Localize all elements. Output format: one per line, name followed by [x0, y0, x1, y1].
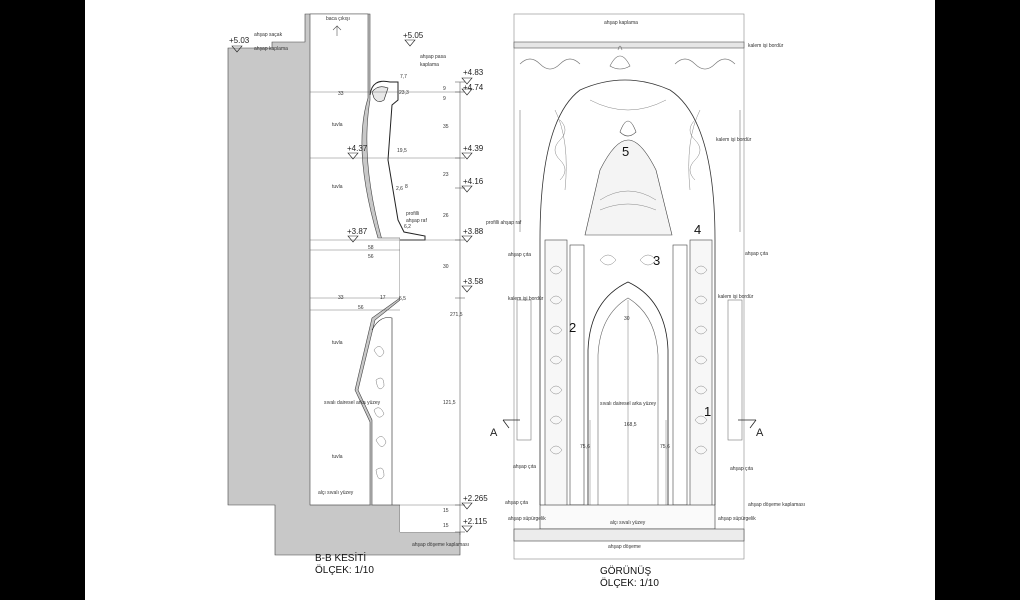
level-2115: +2.115 [463, 517, 488, 526]
label-doseme-b: ahşap döşeme [608, 544, 641, 550]
label-baca: baca çıkışı [326, 16, 350, 22]
section-scale: ÖLÇEK: 1/10 [315, 565, 374, 576]
label-dim-30: 30 [624, 316, 630, 322]
outer-arch [539, 79, 716, 505]
label-cita-l2: ahşap çıta [513, 464, 536, 470]
label-supurgelik-l: ahşap süpürgelik [508, 516, 546, 522]
label-profil-raf: profilli ahşap raf [486, 220, 522, 226]
label-bordur-r: kalem işi bordür [716, 137, 752, 143]
cornice-profile [369, 80, 426, 241]
label-sivali: sıvalı dairesel arka yüzey [600, 401, 657, 407]
section-marker-right: A [756, 427, 764, 439]
label-tuvla4: tuvla [332, 454, 343, 460]
dim: 2,6 [396, 186, 403, 192]
zone-2: 2 [569, 320, 576, 335]
drawing-sheet: +5.03 +5.05 +4.83 +4.74 +4.39 +4.37 +4.1… [85, 0, 935, 600]
level-358: +3.58 [463, 277, 484, 286]
label-raf1: profilli [406, 211, 419, 217]
label-bordur-top: kalem işi bordür [748, 43, 784, 49]
zone-5: 5 [622, 144, 629, 159]
label-dim-168: 168,5 [624, 422, 637, 428]
inner-arch [587, 281, 669, 505]
dim: 121,5 [443, 400, 456, 406]
level-483: +4.83 [463, 68, 484, 77]
label-kaplama-top: ahşap kaplama [604, 20, 638, 26]
level-2265: +2.265 [463, 494, 488, 503]
dim: 23 [443, 172, 449, 178]
label-bordur-l: kalem işi bordür [508, 296, 544, 302]
zone-3: 3 [653, 253, 660, 268]
dim: 58 [368, 245, 374, 251]
top-frieze [519, 58, 736, 70]
level-439: +4.39 [463, 144, 484, 153]
dim: 35 [443, 124, 449, 130]
dim: 15 [443, 508, 449, 514]
label-cita-l: ahşap çıta [508, 252, 531, 258]
level-503: +5.03 [229, 36, 250, 45]
niche-curve [371, 317, 393, 505]
label-cita-r2: ahşap çıta [730, 466, 753, 472]
zone-numbers: 1 2 3 4 5 [569, 144, 711, 419]
pediment [584, 139, 673, 236]
label-bordur-r2: kalem işi bordür [718, 294, 754, 300]
label-tuvla3: tuvla [332, 340, 343, 346]
level-387: +3.87 [347, 227, 368, 236]
dim: 26 [443, 213, 449, 219]
elevation-caption: GÖRÜNÜŞ ÖLÇEK: 1/10 [600, 566, 659, 590]
dim: 9 [443, 96, 446, 102]
section-dims: 33 23,3 7,7 9 9 35 19,5 23 2,6 8 26 6,2 … [338, 74, 463, 529]
dim: 17 [380, 295, 386, 301]
label-alci: alçı sıvalı yüzey [610, 520, 646, 526]
label-tuvla2: tuvla [332, 184, 343, 190]
level-474: +4.74 [463, 83, 484, 92]
dim: 23,3 [399, 90, 409, 96]
section-bb [227, 13, 473, 556]
label-tuvla1: tuvla [332, 122, 343, 128]
label-doseme-r: ahşap döşeme kaplaması [748, 502, 805, 508]
label-dim-75b: 75,6 [660, 444, 670, 450]
label-kaplama: ahşap kaplama [254, 46, 288, 52]
label-dim-75a: 75,6 [580, 444, 590, 450]
section-title: B-B KESİTİ [315, 553, 367, 564]
dim: 33 [338, 91, 344, 97]
dim: 271,5 [450, 312, 463, 318]
label-raf2: ahşap raf [406, 218, 427, 224]
dim: 5,5 [399, 296, 406, 302]
zone-1: 1 [704, 404, 711, 419]
zone-4: 4 [694, 222, 701, 237]
dim: 9 [443, 86, 446, 92]
dim: 19,5 [397, 148, 407, 154]
elevation-title: GÖRÜNÜŞ [600, 566, 652, 577]
level-416: +4.16 [463, 177, 484, 186]
dim: 33 [338, 295, 344, 301]
elevation [502, 13, 757, 560]
dim: 15 [443, 523, 449, 529]
elevation-annotations: ahşap kaplama kalem işi bordür kalem işi… [486, 20, 805, 550]
label-sivali: sıvalı dairesel arka yüzey [324, 400, 381, 406]
label-pasa: ahşap pasa [420, 54, 446, 60]
elevation-scale: ÖLÇEK: 1/10 [600, 578, 659, 589]
label-doseme: ahşap döşeme kaplaması [412, 542, 469, 548]
label-cita-r: ahşap çıta [745, 251, 768, 257]
section-marker-left: A [490, 427, 498, 439]
level-388: +3.88 [463, 227, 484, 236]
level-437: +4.37 [347, 144, 368, 153]
dim: 7,7 [400, 74, 407, 80]
section-caption: B-B KESİTİ ÖLÇEK: 1/10 [315, 553, 374, 577]
architectural-drawing: +5.03 +5.05 +4.83 +4.74 +4.39 +4.37 +4.1… [227, 13, 805, 560]
dim: 56 [368, 254, 374, 260]
dim: 6,2 [404, 224, 411, 230]
section-levels: +5.03 +5.05 +4.83 +4.74 +4.39 +4.37 +4.1… [229, 31, 488, 526]
label-kaplama2: kaplama [420, 62, 439, 68]
wall-face [309, 13, 401, 506]
dim: 30 [443, 264, 449, 270]
label-alci: alçı sıvalı yüzey [318, 490, 354, 496]
dim: 8 [405, 184, 408, 190]
label-supurgelik-r: ahşap süpürgelik [718, 516, 756, 522]
dim: 56 [358, 305, 364, 311]
label-sacak: ahşap saçak [254, 32, 283, 38]
level-505: +5.05 [403, 31, 424, 40]
section-annotations: baca çıkışı ahşap saçak ahşap kaplama ah… [254, 16, 469, 548]
label-cita-l3: ahşap çıta [505, 500, 528, 506]
